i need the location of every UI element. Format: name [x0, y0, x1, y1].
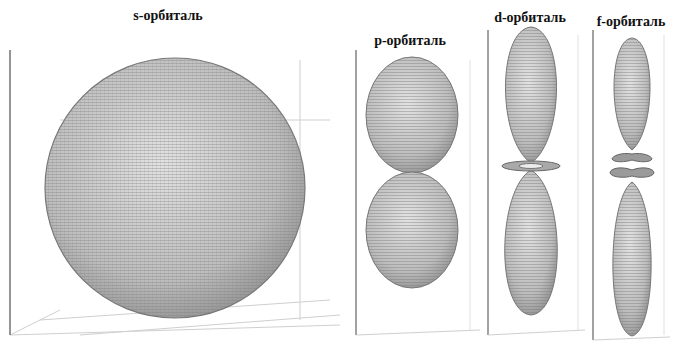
s-sphere — [45, 58, 305, 318]
s-orbital-label: s-орбиталь — [131, 8, 204, 24]
p-lobes — [366, 57, 458, 288]
axis-grid — [10, 50, 340, 335]
f-orbital-label: f-орбиталь — [595, 14, 668, 30]
d-orbital-label: d-орбиталь — [492, 10, 568, 26]
f-lobes — [610, 38, 654, 336]
p-orbital-label: p-орбиталь — [372, 33, 448, 49]
d-lobes — [502, 27, 560, 315]
